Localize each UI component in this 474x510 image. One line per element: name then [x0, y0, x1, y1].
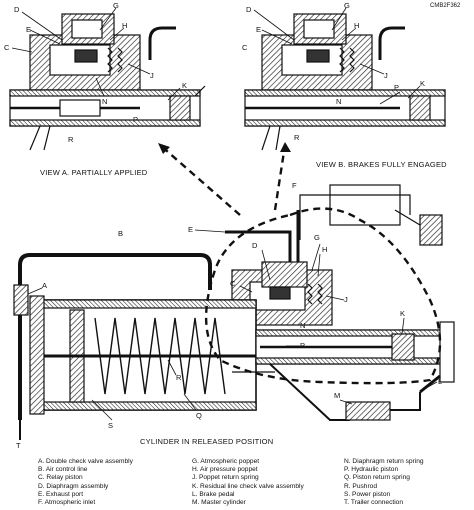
label-j: J — [150, 71, 154, 80]
label-e: E — [256, 25, 261, 34]
label-r: R — [294, 133, 300, 142]
label-t: T — [16, 441, 21, 450]
label-c: C — [242, 43, 248, 52]
label-k: K — [400, 309, 405, 318]
label-h: H — [322, 245, 327, 254]
label-n: N — [300, 321, 305, 330]
label-j: J — [344, 295, 348, 304]
label-h: H — [354, 21, 359, 30]
label-b: B — [118, 229, 123, 238]
legend-item: J. Poppet return spring — [192, 474, 259, 482]
legend-item: N. Diaphragm return spring — [344, 458, 424, 465]
legend-column-1: A. Double check valve assembly B. Air co… — [38, 458, 133, 507]
legend-item: E. Exhaust port — [38, 490, 84, 498]
legend-item: D. Diaphragm assembly — [38, 482, 109, 490]
part-labels: D G H E C J N K P R D G H E C J N K P R … — [4, 1, 442, 450]
label-k: K — [182, 81, 187, 90]
label-l: L — [438, 377, 442, 386]
label-r: R — [68, 135, 74, 144]
label-n: N — [336, 97, 341, 106]
label-n: N — [102, 97, 107, 106]
legend-column-2: G. Atmospheric poppet H. Air pressure po… — [192, 458, 304, 507]
label-p: P — [133, 115, 138, 124]
label-a: A — [42, 281, 47, 290]
legend-item: M. Master cylinder — [192, 499, 246, 507]
indicator-arrows — [159, 144, 442, 385]
legend-item: G. Atmospheric poppet — [192, 458, 260, 465]
view-a-caption: VIEW A. PARTIALLY APPLIED — [40, 168, 148, 177]
label-s: S — [108, 421, 113, 430]
main-cylinder-drawing — [13, 184, 455, 440]
label-m: M — [334, 391, 340, 400]
view-a-drawing — [9, 13, 206, 151]
legend-item: F. Atmospheric inlet — [38, 499, 96, 507]
label-g: G — [314, 233, 320, 242]
label-g: G — [344, 1, 350, 10]
legend-item: H. Air pressure poppet — [192, 466, 258, 474]
label-r: R — [176, 373, 182, 382]
legend-item: Q. Piston return spring — [344, 474, 410, 482]
legend-item: S. Power piston — [344, 490, 391, 498]
legend-column-3: N. Diaphragm return spring P. Hydraulic … — [344, 458, 424, 507]
label-j: J — [384, 71, 388, 80]
figure-code: CMB2F362 — [430, 3, 461, 9]
main-caption: CYLINDER IN RELEASED POSITION — [140, 437, 274, 446]
leader-lines — [11, 7, 438, 421]
label-d: D — [14, 5, 20, 14]
legend-item: A. Double check valve assembly — [38, 458, 133, 465]
view-b-drawing — [244, 13, 446, 151]
label-c: C — [230, 279, 236, 288]
label-d: D — [252, 241, 258, 250]
label-d: D — [246, 5, 252, 14]
label-h: H — [122, 21, 127, 30]
label-q: Q — [196, 411, 202, 420]
label-p: P — [394, 83, 399, 92]
legend-item: R. Pushrod — [344, 482, 377, 490]
label-e: E — [26, 25, 31, 34]
label-g: G — [113, 1, 119, 10]
legend-item: L. Brake pedal — [192, 490, 235, 498]
label-f: F — [292, 181, 297, 190]
legend-item: C. Relay piston — [38, 474, 83, 482]
legend-item: K. Residual line check valve assembly — [192, 482, 304, 490]
label-k: K — [420, 79, 425, 88]
legend-item: P. Hydraulic piston — [344, 466, 399, 474]
legend-item: B. Air control line — [38, 466, 88, 474]
label-e: E — [188, 225, 193, 234]
arrowheads — [158, 142, 291, 154]
view-b-caption: VIEW B. BRAKES FULLY ENGAGED — [316, 160, 447, 169]
label-p: P — [300, 341, 305, 350]
legend-item: T. Trailer connection — [344, 499, 404, 507]
label-c: C — [4, 43, 10, 52]
